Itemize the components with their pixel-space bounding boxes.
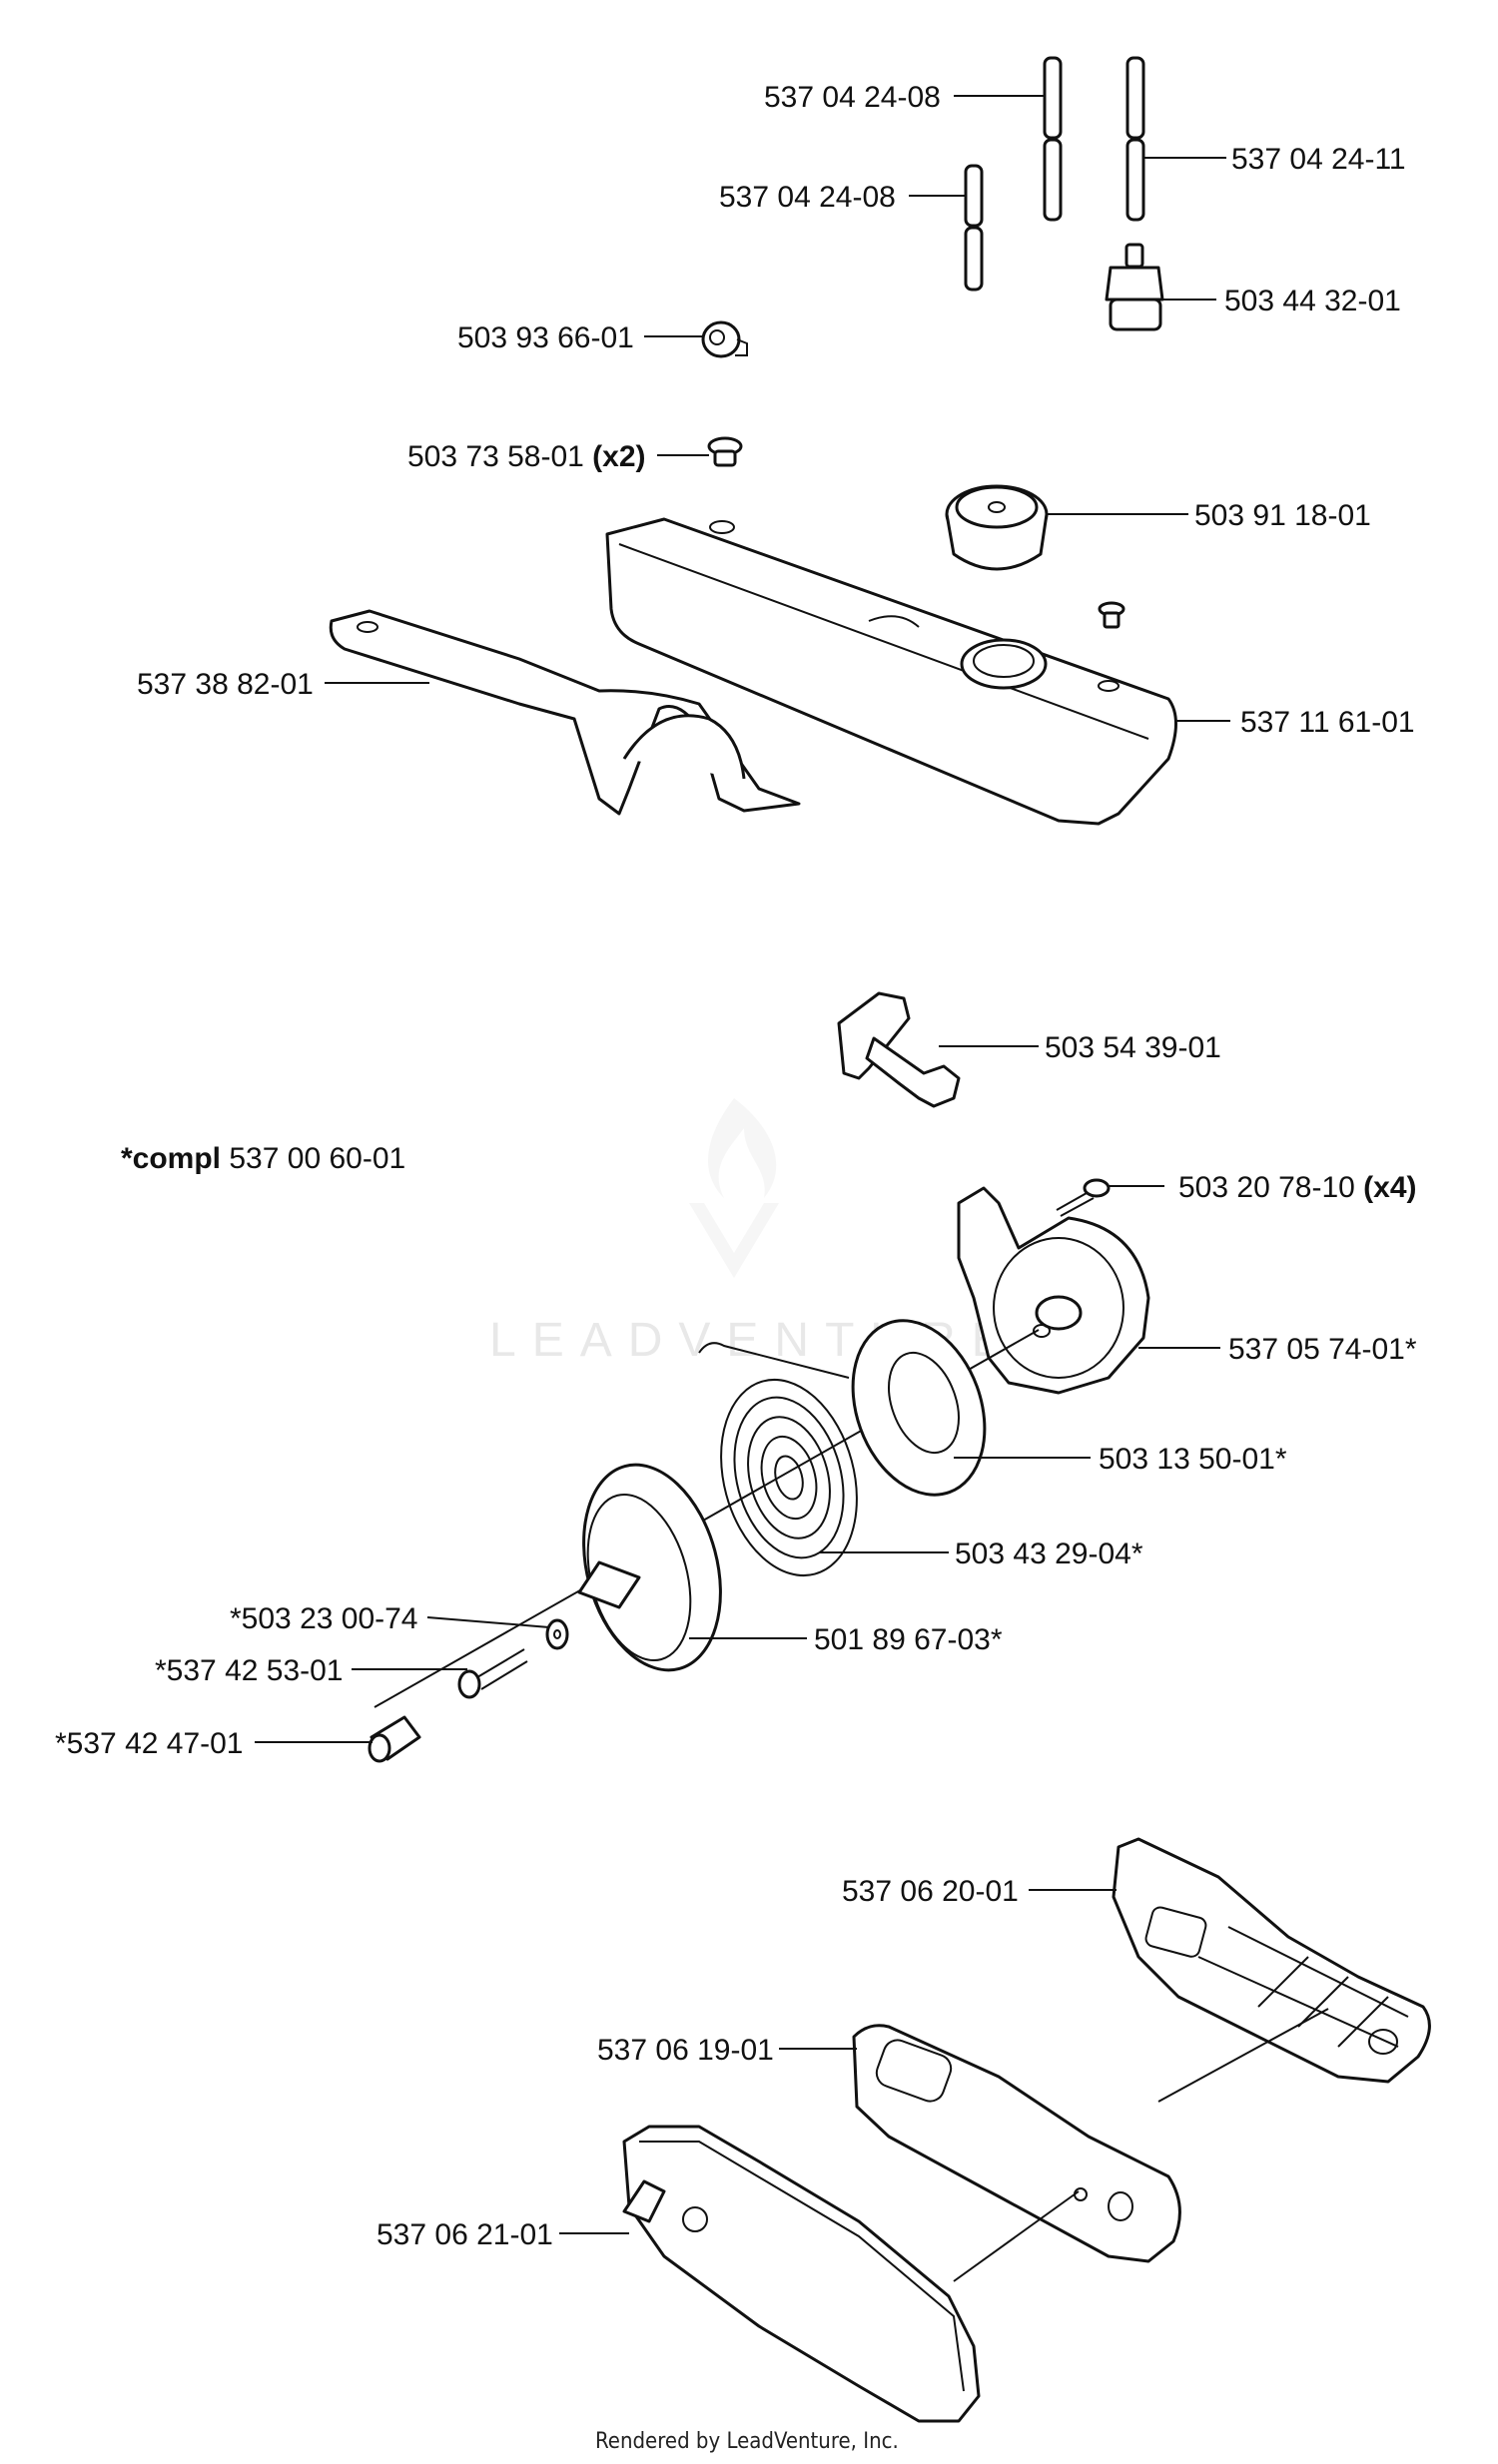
part-label[interactable]: 537 06 19-01 — [597, 2034, 774, 2067]
air-filter-part — [1112, 1837, 1431, 2084]
filter-holder-part — [852, 2024, 1181, 2263]
part-label[interactable]: 537 11 61-01 — [1240, 706, 1415, 739]
starter-handle-part — [837, 991, 961, 1108]
part-label[interactable]: *537 42 47-01 — [55, 1727, 244, 1760]
washer-part — [545, 1618, 569, 1650]
part-label[interactable]: 503 13 50-01* — [1099, 1443, 1287, 1476]
fuel-filter-part — [1105, 243, 1164, 331]
filter-cover-part — [622, 2125, 981, 2423]
part-label[interactable]: 537 38 82-01 — [137, 668, 314, 701]
part-label[interactable]: 503 44 32-01 — [1224, 285, 1401, 317]
part-label[interactable]: 537 04 24-11 — [1231, 143, 1406, 176]
part-label[interactable]: 503 91 18-01 — [1194, 499, 1371, 532]
part-label[interactable]: 537 06 21-01 — [376, 2218, 553, 2251]
plug-part — [707, 436, 743, 467]
kit-label: *compl 537 00 60-01 — [121, 1142, 405, 1175]
leader-lines — [255, 95, 1230, 2234]
screw-part — [1056, 1178, 1111, 1217]
part-label[interactable]: 537 04 24-08 — [719, 181, 896, 214]
part-label[interactable]: *537 42 53-01 — [155, 1654, 344, 1687]
grommet-part — [701, 320, 748, 358]
part-labels: 537 04 24-08 537 04 24-11 537 04 24-08 5… — [55, 81, 1417, 2251]
part-label[interactable]: 537 05 74-01* — [1228, 1333, 1417, 1366]
fuel-cap-part — [945, 484, 1049, 571]
part-label[interactable]: *503 23 00-74 — [230, 1602, 418, 1635]
plug-part — [1098, 601, 1125, 629]
part-label[interactable]: 537 04 24-08 — [764, 81, 941, 114]
part-label[interactable]: 503 93 66-01 — [457, 321, 634, 354]
sleeve-part — [368, 1715, 421, 1763]
watermark-logo — [689, 1098, 779, 1278]
part-label[interactable]: 503 54 39-01 — [1045, 1031, 1221, 1064]
part-label[interactable]: 501 89 67-03* — [814, 1623, 1003, 1656]
center-screw-part — [457, 1648, 528, 1699]
part-label[interactable]: 503 43 29-04* — [955, 1538, 1143, 1570]
fuel-tank-part — [605, 517, 1177, 826]
connector-line — [953, 2190, 1080, 2282]
recoil-spring-part — [698, 1342, 858, 1577]
spring-cassette-part — [851, 1319, 987, 1497]
tank-bracket-part — [329, 609, 801, 816]
footer-credit: Rendered by LeadVenture, Inc. — [595, 2429, 899, 2454]
starter-pulley-part — [577, 1463, 722, 1672]
part-label[interactable]: 503 20 78-10 (x4) — [1178, 1171, 1417, 1204]
part-label[interactable]: 537 06 20-01 — [842, 1875, 1019, 1908]
starter-housing-part — [957, 1186, 1150, 1395]
part-label[interactable]: 503 73 58-01 (x2) — [407, 440, 646, 473]
connector-line — [1157, 2008, 1329, 2103]
pin-group — [964, 56, 1145, 292]
